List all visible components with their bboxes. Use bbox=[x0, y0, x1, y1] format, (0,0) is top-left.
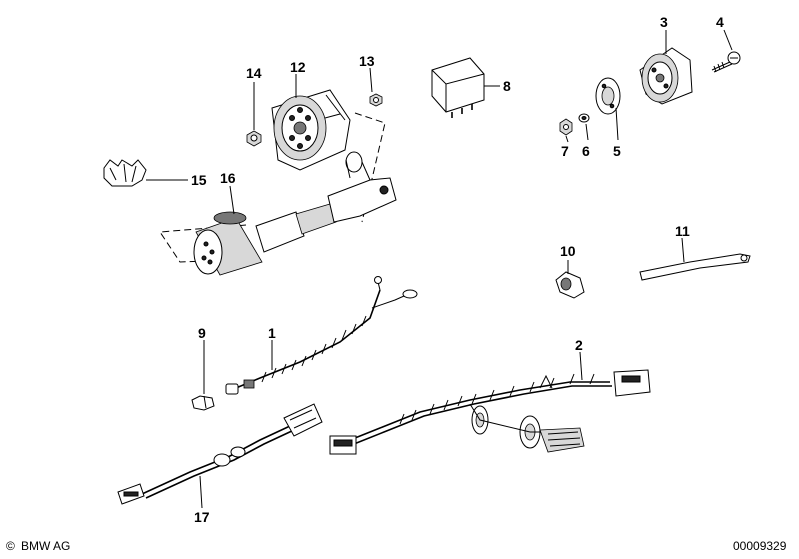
part-label-7[interactable]: 7 bbox=[561, 143, 569, 159]
part-8-relay[interactable] bbox=[431, 57, 485, 118]
part-13-nut[interactable] bbox=[369, 93, 383, 107]
part-label-15[interactable]: 15 bbox=[191, 172, 207, 188]
leader-11 bbox=[681, 237, 685, 263]
part-11-ground-strap[interactable] bbox=[639, 253, 751, 281]
leader-17 bbox=[199, 475, 203, 509]
part-label-2[interactable]: 2 bbox=[575, 337, 583, 353]
brand-name: BMW AG bbox=[21, 539, 70, 553]
part-17-wiring-harness[interactable] bbox=[117, 403, 323, 505]
part-14-nut[interactable] bbox=[246, 130, 262, 147]
part-15-clip[interactable] bbox=[103, 159, 147, 187]
part-label-10[interactable]: 10 bbox=[560, 243, 576, 259]
part-label-11[interactable]: 11 bbox=[675, 223, 690, 239]
part-label-8[interactable]: 8 bbox=[503, 78, 511, 94]
part-4-screw[interactable] bbox=[711, 51, 741, 73]
part-3-socket-cap[interactable] bbox=[639, 47, 693, 105]
leader-5 bbox=[615, 107, 619, 141]
part-label-17[interactable]: 17 bbox=[194, 509, 210, 525]
part-label-4[interactable]: 4 bbox=[716, 14, 724, 30]
part-label-16[interactable]: 16 bbox=[220, 170, 236, 186]
leader-13 bbox=[369, 67, 373, 93]
leader-7 bbox=[565, 135, 569, 143]
part-label-5[interactable]: 5 bbox=[613, 143, 621, 159]
part-2-wiring-harness[interactable] bbox=[329, 369, 651, 455]
part-7-nut[interactable] bbox=[559, 118, 573, 136]
part-6-washer[interactable] bbox=[578, 113, 590, 123]
part-5-gasket[interactable] bbox=[595, 77, 621, 115]
part-label-12[interactable]: 12 bbox=[290, 59, 306, 75]
diagram-id: 00009329 bbox=[733, 539, 787, 553]
leader-16 bbox=[229, 185, 235, 215]
copyright-symbol: © bbox=[6, 539, 15, 553]
part-12-socket-housing[interactable] bbox=[271, 89, 351, 171]
leader-4 bbox=[723, 29, 733, 51]
leader-2 bbox=[579, 351, 583, 381]
part-label-1[interactable]: 1 bbox=[268, 325, 276, 341]
part-label-14[interactable]: 14 bbox=[246, 65, 262, 81]
leader-6 bbox=[585, 123, 589, 141]
part-label-13[interactable]: 13 bbox=[359, 53, 375, 69]
part-label-6[interactable]: 6 bbox=[582, 143, 590, 159]
part-9-bulb[interactable] bbox=[191, 395, 215, 411]
part-16-trailer-plug[interactable] bbox=[193, 151, 397, 276]
part-label-3[interactable]: 3 bbox=[660, 14, 668, 30]
part-10-cable-clip[interactable] bbox=[555, 271, 585, 299]
part-label-9[interactable]: 9 bbox=[198, 325, 206, 341]
part-1-wiring-harness[interactable] bbox=[225, 276, 418, 395]
